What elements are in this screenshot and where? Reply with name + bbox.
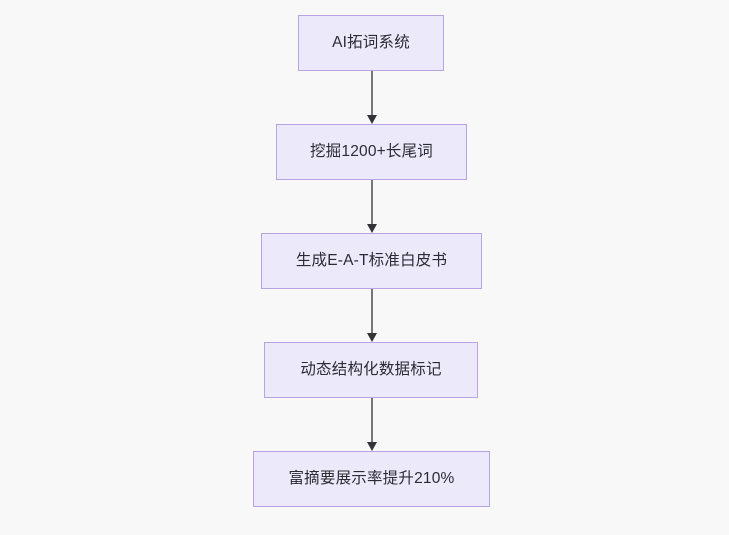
edge-line: [371, 289, 373, 333]
flow-node-generate-eat-whitepaper[interactable]: 生成E-A-T标准白皮书: [261, 233, 482, 289]
flow-node-rich-snippet-impression-lift[interactable]: 富摘要展示率提升210%: [253, 451, 490, 507]
arrowhead-icon: [367, 442, 377, 451]
flow-node-label: 富摘要展示率提升210%: [288, 469, 455, 487]
arrowhead-icon: [367, 115, 377, 124]
edge-line: [371, 180, 373, 224]
flow-node-label: 生成E-A-T标准白皮书: [295, 251, 448, 269]
flow-node-label: 动态结构化数据标记: [300, 360, 442, 378]
flow-node-dynamic-structured-data-markup[interactable]: 动态结构化数据标记: [264, 342, 478, 398]
arrowhead-icon: [367, 333, 377, 342]
flow-node-ai-keyword-system[interactable]: AI拓词系统: [298, 15, 444, 71]
flow-node-mine-longtail-keywords[interactable]: 挖掘1200+长尾词: [276, 124, 467, 180]
flow-node-label: AI拓词系统: [332, 33, 410, 51]
flow-node-label: 挖掘1200+长尾词: [309, 142, 434, 160]
arrowhead-icon: [367, 224, 377, 233]
edge-line: [371, 71, 373, 115]
edge-line: [371, 398, 373, 442]
